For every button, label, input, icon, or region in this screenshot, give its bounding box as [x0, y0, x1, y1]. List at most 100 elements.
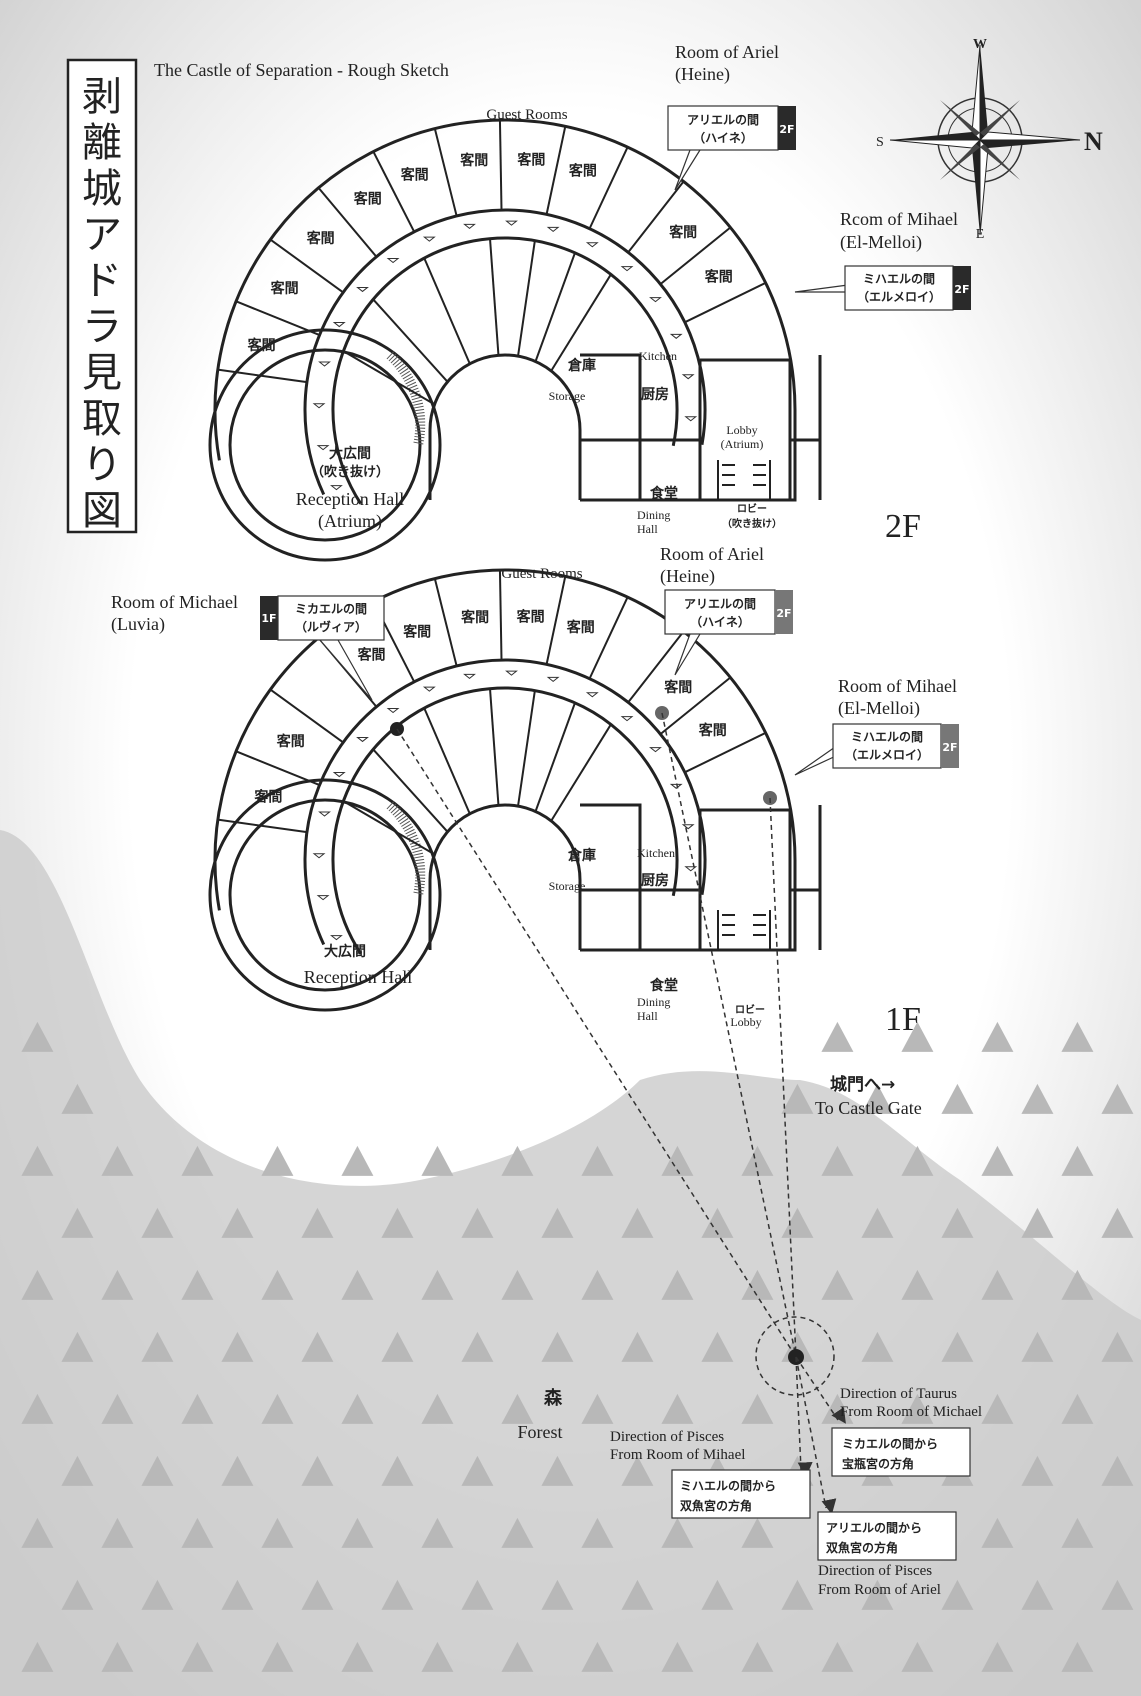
- tree-icon: [461, 1455, 494, 1486]
- reception-hall-outer: [208, 328, 442, 562]
- room-divider: [217, 368, 308, 384]
- tree-icon: [981, 1517, 1014, 1548]
- direction-taurus: Direction of Taurus From Room of Michael…: [831, 1386, 982, 1477]
- inner-divider: [489, 238, 500, 356]
- guest-room-label: 客間: [353, 191, 382, 208]
- room-divider: [588, 596, 629, 680]
- storage-jp: 倉庫: [567, 357, 596, 374]
- guest-room-label: 客間: [516, 151, 545, 168]
- tree-icon: [381, 1207, 414, 1238]
- tree-icon: [661, 1641, 694, 1672]
- tree-icon: [221, 1455, 254, 1486]
- direction-jp: アリエルの間から: [826, 1521, 922, 1535]
- tree-icon: [421, 1517, 454, 1548]
- staircase: [386, 801, 426, 897]
- tree-icon: [821, 1269, 854, 1300]
- tree-icon: [661, 1393, 694, 1424]
- inner-divider: [423, 707, 471, 815]
- tree-icon: [301, 1207, 334, 1238]
- door-icon: [422, 686, 436, 692]
- tree-icon: [1101, 1207, 1134, 1238]
- room-divider: [627, 180, 685, 254]
- tree-icon: [21, 1145, 54, 1176]
- door-icon: [422, 236, 436, 242]
- room-divider: [588, 146, 629, 230]
- tree-icon: [701, 1331, 734, 1362]
- door-icon: [505, 220, 518, 226]
- ariel-en: Room of Ariel: [660, 544, 764, 564]
- tree-icon: [541, 1455, 574, 1486]
- guest-room-label: 客間: [516, 608, 545, 625]
- room-divider: [659, 676, 732, 735]
- corridor-outer-wall: [303, 208, 707, 496]
- door-icon: [316, 895, 330, 901]
- mihael-jp: ミハエルの間: [851, 730, 923, 744]
- tree-icon: [861, 1331, 894, 1362]
- door-icon: [330, 485, 343, 491]
- inner-divider: [372, 748, 449, 833]
- inner-divider: [489, 688, 500, 806]
- tree-icon: [661, 1145, 694, 1176]
- tree-icon: [581, 1269, 614, 1300]
- tree-icon: [61, 1207, 94, 1238]
- tree-icon: [101, 1517, 134, 1548]
- room-divider: [659, 226, 732, 285]
- direction-en2: From Room of Michael: [840, 1404, 982, 1420]
- tree-icon: [621, 1579, 654, 1610]
- tree-icon: [21, 1021, 54, 1052]
- tree-icon: [861, 1083, 894, 1114]
- tree-icon: [541, 1331, 574, 1362]
- tree-icon: [61, 1579, 94, 1610]
- mihael-en2: (El-Melloi): [840, 232, 922, 253]
- tree-icon: [181, 1393, 214, 1424]
- tree-icon: [301, 1579, 334, 1610]
- reception-hall-outer: [208, 778, 442, 1012]
- kitchen-jp: 厨房: [641, 386, 669, 403]
- storage-en: Storage: [549, 389, 586, 403]
- tree-icon: [21, 1269, 54, 1300]
- tree-icon: [181, 1641, 214, 1672]
- dining-jp: 食堂: [650, 485, 678, 502]
- tree-icon: [1061, 1269, 1094, 1300]
- tree-icon: [221, 1207, 254, 1238]
- direction-jp: ミカエルの間から: [842, 1437, 938, 1451]
- guest-rooms-label: Guest Rooms: [486, 107, 567, 123]
- dining-en2: Hall: [637, 522, 658, 536]
- tree-icon: [821, 1021, 854, 1052]
- tree-icon: [21, 1517, 54, 1548]
- floor-1f-labels: Guest Rooms 1F Room of Michael (Luvia) 1…: [111, 544, 959, 1038]
- lobby-jp: ロビー: [735, 1003, 765, 1016]
- floor-tag: 2F: [954, 283, 969, 296]
- guest-room-label: 客間: [663, 679, 692, 696]
- tree-icon: [1021, 1083, 1054, 1114]
- kitchen-en: Kitchen: [637, 846, 675, 860]
- mihael-jp2: （エルメロイ）: [857, 289, 941, 304]
- gate-jp: 城門へ→: [830, 1075, 895, 1095]
- tree-icon: [421, 1641, 454, 1672]
- door-icon: [312, 853, 326, 859]
- door-icon: [332, 322, 346, 328]
- floor-tag: 1F: [261, 612, 276, 625]
- floor-2f-labels: Guest Rooms 2F Room of Ariel (Heine) アリエ…: [296, 42, 971, 545]
- tree-icon: [501, 1269, 534, 1300]
- tree-icon: [221, 1579, 254, 1610]
- tree-icon: [301, 1455, 334, 1486]
- direction-en2: From Room of Ariel: [818, 1582, 941, 1598]
- tree-icon: [981, 1269, 1014, 1300]
- room-divider: [498, 570, 503, 661]
- tree-icon: [981, 1393, 1014, 1424]
- mihael-en2: (El-Melloi): [838, 698, 920, 719]
- direction-en: Direction of Pisces: [818, 1563, 932, 1579]
- tree-icon: [1061, 1641, 1094, 1672]
- direction-en2: From Room of Mihael: [610, 1447, 745, 1463]
- inner-divider: [550, 723, 612, 822]
- lobby-jp2: （吹き抜け）: [722, 517, 782, 530]
- ariel-jp2: （ハイネ）: [693, 130, 753, 145]
- tree-icon: [1021, 1455, 1054, 1486]
- ariel-jp: アリエルの間: [684, 597, 756, 611]
- mihael-en: Room of Mihael: [838, 676, 957, 696]
- direction-jp: ミハエルの間から: [680, 1479, 776, 1493]
- tree-icon: [621, 1207, 654, 1238]
- kitchen-en: Kitchen: [639, 349, 677, 363]
